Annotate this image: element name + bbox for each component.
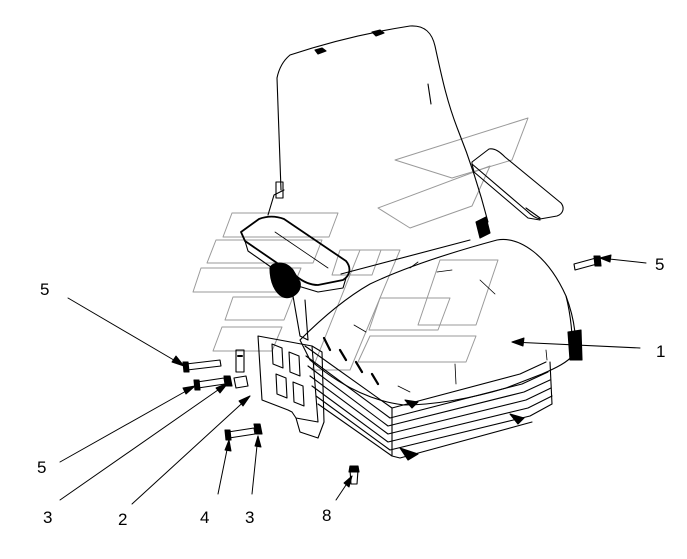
leader-5-left-mid [59, 385, 196, 463]
bolt-5-right [573, 257, 598, 271]
leader-lines [59, 254, 647, 505]
seat-backrest [267, 25, 489, 223]
suspension-base [304, 336, 553, 461]
callout-4: 4 [200, 508, 210, 527]
right-armrest [471, 148, 564, 239]
callout-8: 8 [322, 506, 332, 525]
washer-3-lower [253, 423, 263, 435]
watermark-logo [192, 117, 529, 371]
leader-3-left [59, 382, 229, 501]
callout-3-lower: 3 [245, 508, 255, 527]
callout-2: 2 [118, 510, 128, 529]
leader-1 [511, 341, 641, 349]
callout-1: 1 [656, 342, 666, 361]
callout-5-right: 5 [655, 255, 665, 274]
mounting-bracket [233, 335, 325, 439]
bolt-4 [227, 427, 256, 439]
callout-3-left: 3 [43, 508, 53, 527]
left-armrest [240, 215, 471, 341]
callout-5-left-mid: 5 [37, 458, 47, 477]
callout-5-left-top: 5 [40, 280, 50, 299]
bolt-5-left-upper [185, 359, 222, 371]
leader-2 [131, 395, 251, 505]
leader-5-left-top [67, 297, 185, 367]
